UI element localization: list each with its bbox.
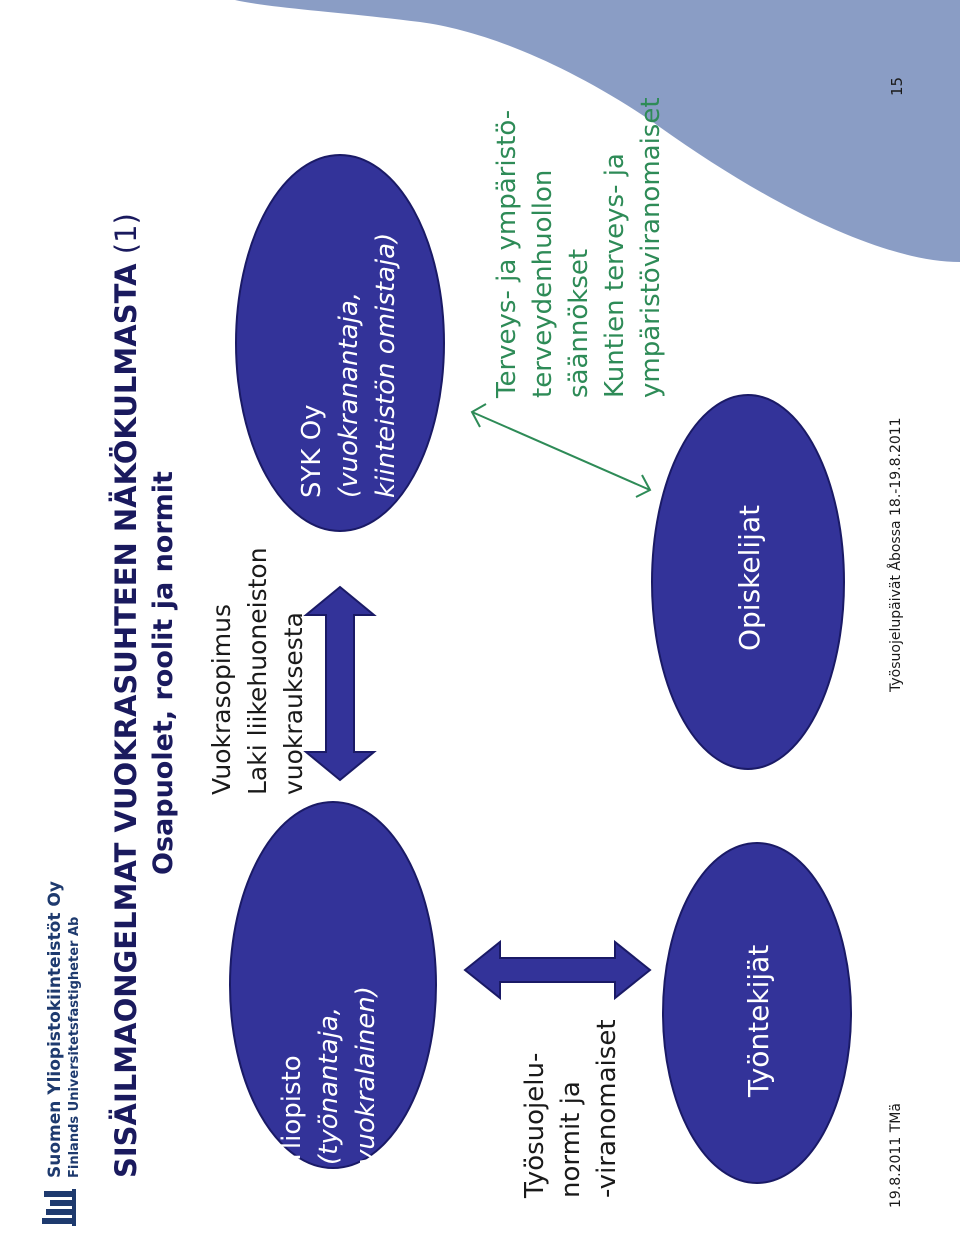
page-title-suffix: (1) — [109, 213, 143, 263]
health-label-line5: ympäristöviranomaiset — [636, 97, 666, 398]
university-label: Yliopisto (työnantaja, vuokralainen) — [277, 986, 381, 1166]
footer-event: Työsuojelupäivät Åbossa 18.-19.8.2011 — [887, 417, 904, 693]
health-label-line3: säännökset — [564, 249, 594, 398]
ohs-label: Työsuojelu- normit ja -viranomaiset — [520, 1019, 622, 1199]
ohs-label-line3: -viranomaiset — [592, 1019, 622, 1198]
syk-node — [235, 154, 445, 532]
employees-label: Työntekijät — [742, 945, 775, 1098]
page-title-main: SISÄILMAONGELMAT VUOKRASUHTEEN NÄKÖKULMA… — [109, 263, 143, 1178]
health-label: Terveys- ja ympäristö- terveydenhuollon … — [492, 97, 666, 399]
health-double-arrow — [470, 403, 652, 498]
footer-date-author: 19.8.2011 TMä — [888, 1103, 904, 1208]
university-node — [229, 801, 437, 1169]
students-label: Opiskelijat — [733, 505, 766, 651]
page-subtitle: Osapuolet, roolit ja normit — [148, 471, 179, 875]
ohs-double-arrow — [463, 939, 652, 1001]
lease-double-arrow — [303, 585, 377, 782]
employees-node — [662, 842, 852, 1184]
page-title: SISÄILMAONGELMAT VUOKRASUHTEEN NÄKÖKULMA… — [109, 213, 143, 1178]
university-label-line2: (työnantaja, — [314, 1007, 344, 1165]
syk-label-line1: SYK Oy — [297, 404, 327, 498]
lease-label-line1: Vuokrasopimus — [207, 604, 236, 795]
university-label-line3: vuokralainen) — [351, 986, 381, 1165]
logo-emblem-icon — [42, 1189, 76, 1226]
health-label-line2: terveydenhuollon — [528, 170, 558, 398]
logo-company-fi: Suomen Yliopistokiinteistöt Oy — [45, 881, 65, 1178]
students-node — [651, 394, 845, 770]
syk-label: SYK Oy (vuokranantaja, kiinteistön omist… — [297, 233, 401, 498]
decorative-band — [235, 0, 960, 262]
health-label-line4: Kuntien terveys- ja — [600, 153, 630, 398]
health-label-line1: Terveys- ja ympäristö- — [492, 110, 522, 399]
logo-company-sv: Finlands Universitetsfastigheter Ab — [67, 917, 82, 1178]
ohs-label-line1: Työsuojelu- — [520, 1053, 550, 1199]
ohs-label-line2: normit ja — [556, 1081, 586, 1198]
syk-label-line3: kiinteistön omistaja) — [371, 233, 401, 498]
syk-label-line2: (vuokranantaja, — [334, 292, 364, 498]
lease-label-line2: Laki liikehuoneiston — [243, 547, 272, 795]
lease-label-line3: vuokrauksesta — [279, 612, 308, 795]
university-label-line1: Yliopisto — [277, 1055, 307, 1166]
logo: Suomen Yliopistokiinteistöt Oy Finlands … — [42, 881, 82, 1226]
lease-label: Vuokrasopimus Laki liikehuoneiston vuokr… — [207, 540, 308, 796]
page-number: 15 — [888, 77, 906, 96]
